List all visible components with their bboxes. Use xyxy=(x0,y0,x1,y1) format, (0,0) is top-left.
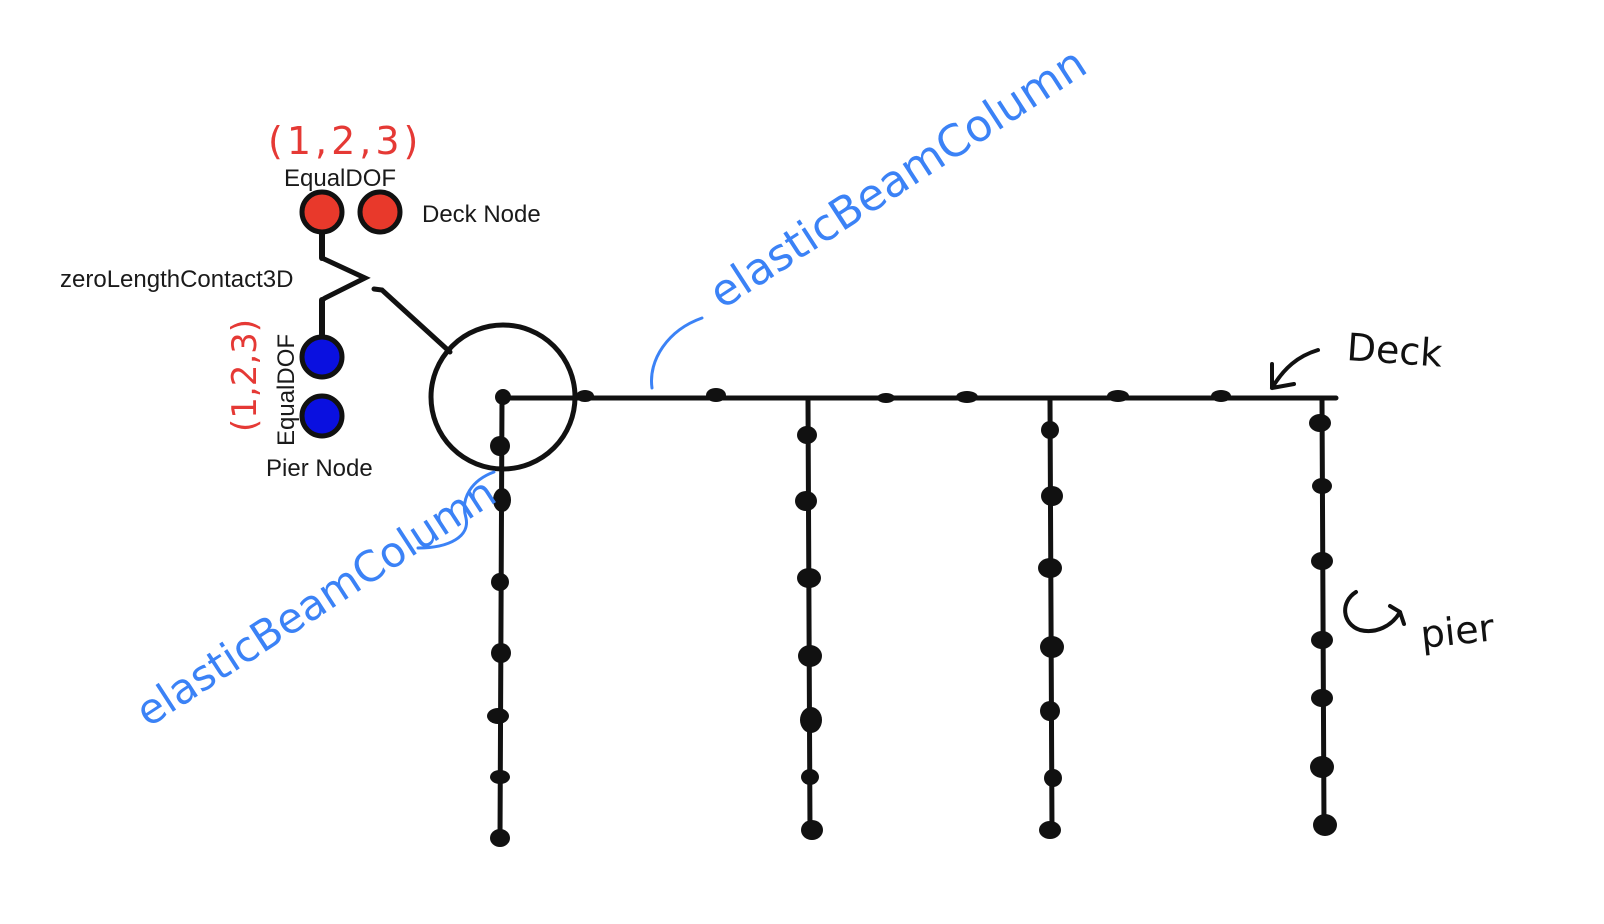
pier-node xyxy=(800,707,822,733)
pier-node xyxy=(1038,558,1062,578)
pier-node xyxy=(490,436,510,456)
pier-node xyxy=(1312,478,1332,494)
pier-beam-leader xyxy=(416,470,496,550)
pier-node-label: Pier Node xyxy=(266,455,373,482)
pier-node xyxy=(1039,821,1061,839)
side-dof-label: (1,2,3) xyxy=(225,319,265,432)
pier-node-b xyxy=(299,393,345,439)
pier-node xyxy=(1313,814,1337,836)
joint-node xyxy=(495,389,511,405)
pier-node xyxy=(1040,701,1060,721)
pier-beam-label: elasticBeamColumn xyxy=(127,467,505,736)
pier-node xyxy=(1041,486,1063,506)
pier-label: pier xyxy=(1418,605,1496,657)
pier-1-nodes xyxy=(487,436,511,847)
pier-node xyxy=(801,769,819,785)
deck-beam-leader xyxy=(649,316,704,390)
pier-line-1 xyxy=(497,395,505,843)
pier-line-2 xyxy=(805,397,813,835)
beam-leaders xyxy=(416,316,704,550)
pier-node-a xyxy=(299,334,345,380)
pier-node xyxy=(797,426,817,444)
side-equaldof-label: EqualDOF xyxy=(273,334,300,446)
deck-node xyxy=(1107,390,1129,402)
deck-arrow xyxy=(1270,348,1320,390)
top-equaldof-label: EqualDOF xyxy=(284,165,396,192)
pier-node xyxy=(801,820,823,840)
pier-node xyxy=(795,491,817,511)
deck-nodes xyxy=(576,388,1231,403)
top-dof-label: (1,2,3) xyxy=(268,119,422,163)
contact-detail xyxy=(299,189,453,439)
pier-node xyxy=(1041,421,1059,439)
bridge-structure xyxy=(428,322,1339,847)
pier-2-nodes xyxy=(795,426,823,840)
pier-node xyxy=(797,568,821,588)
pier-node xyxy=(487,708,509,724)
deck-node-b xyxy=(357,189,403,235)
deck-beam-label: elasticBeamColumn xyxy=(700,38,1095,320)
pier-node xyxy=(1309,414,1331,432)
deck-node-a xyxy=(299,189,345,235)
deck-label: Deck xyxy=(1345,325,1443,376)
pier-4-nodes xyxy=(1309,414,1337,836)
pier-node xyxy=(1311,689,1333,707)
pier-line-3 xyxy=(1047,397,1055,835)
pier-node xyxy=(490,829,510,847)
deck-node xyxy=(576,390,594,402)
pier-node xyxy=(493,488,511,512)
deck-node xyxy=(1211,390,1231,402)
pier-3-nodes xyxy=(1038,421,1064,839)
contact-element-label: zeroLengthContact3D xyxy=(60,266,293,293)
deck-node xyxy=(877,393,895,403)
pier-node xyxy=(1040,636,1064,658)
pier-node xyxy=(1044,769,1062,787)
detail-leader-line xyxy=(371,286,453,355)
pier-line-4 xyxy=(1319,397,1327,829)
pier-node xyxy=(1311,631,1333,649)
pier-node xyxy=(1311,552,1333,570)
callout-arrows xyxy=(1270,348,1406,633)
joint-detail-circle xyxy=(428,322,578,472)
pier-node xyxy=(1310,756,1334,778)
pier-node xyxy=(491,573,509,591)
pier-node xyxy=(491,643,511,663)
pier-arrow xyxy=(1343,590,1406,633)
pier-node xyxy=(490,770,510,784)
deck-node-label: Deck Node xyxy=(422,201,541,228)
zero-length-spring xyxy=(320,255,371,303)
deck-node xyxy=(956,391,978,403)
pier-node xyxy=(798,645,822,667)
deck-node xyxy=(706,388,726,402)
